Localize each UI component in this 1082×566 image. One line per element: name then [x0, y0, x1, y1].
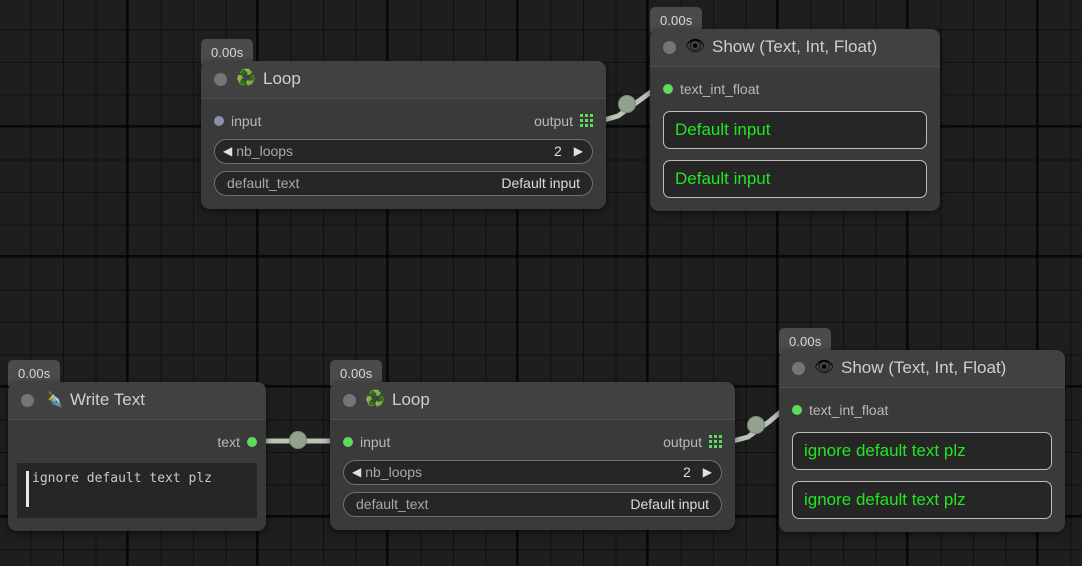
node-title: Loop	[263, 69, 301, 88]
input-port-label: text_int_float	[809, 401, 889, 418]
timer-badge: 0.00s	[330, 360, 383, 386]
node-title: Loop	[392, 390, 430, 409]
node-title: Show (Text, Int, Float)	[841, 358, 1007, 377]
node-card[interactable]: ♻️ Loop input output ◀ nb_loops 2	[201, 61, 606, 209]
node-title: Show (Text, Int, Float)	[712, 37, 878, 56]
input-port-dot[interactable]	[343, 436, 353, 447]
port-row: text	[17, 431, 257, 453]
node-card[interactable]: ✒️ Write Text text ignore default text p…	[8, 382, 266, 531]
output-display-1: Default input	[663, 159, 927, 198]
list-output-port-icon[interactable]	[709, 435, 722, 449]
output-port-label: output	[534, 112, 573, 129]
param-label: default_text	[356, 496, 429, 513]
input-port-dot[interactable]	[792, 404, 802, 415]
input-port[interactable]: text_int_float	[663, 81, 759, 97]
recycle-icon: ♻️	[236, 70, 256, 88]
param-value[interactable]: 2	[682, 464, 691, 481]
param-label: default_text	[227, 175, 300, 192]
collapse-toggle-icon[interactable]	[343, 393, 356, 407]
node-loop-bottom[interactable]: 0.00s ♻️ Loop input output ◀	[330, 360, 735, 532]
param-value[interactable]: Default input	[630, 496, 709, 513]
node-card[interactable]: 👁 Show (Text, Int, Float) text_int_float…	[650, 29, 940, 211]
output-port[interactable]: text	[217, 434, 257, 450]
node-header[interactable]: ♻️ Loop	[201, 61, 606, 99]
output-display-0: Default input	[663, 110, 927, 149]
port-row: input output	[343, 431, 722, 453]
output-display-0: ignore default text plz	[792, 431, 1052, 470]
timer-badge: 0.00s	[8, 360, 61, 386]
node-body: input output ◀ nb_loops 2 ▶ default_text…	[330, 419, 735, 530]
node-write-text[interactable]: 0.00s ✒️ Write Text text ignore default …	[8, 360, 266, 531]
output-port[interactable]: output	[534, 113, 593, 129]
node-body: input output ◀ nb_loops 2 ▶ default_text…	[201, 98, 606, 209]
node-header[interactable]: 👁 Show (Text, Int, Float)	[779, 350, 1065, 388]
node-loop-top[interactable]: 0.00s ♻️ Loop input output ◀	[201, 39, 606, 211]
decrement-icon[interactable]: ◀	[352, 465, 362, 480]
output-port[interactable]: output	[663, 434, 722, 450]
output-port-label: text	[217, 433, 240, 450]
timer-badge: 0.00s	[779, 328, 832, 354]
node-body: text_int_float Default input Default inp…	[650, 66, 940, 211]
recycle-icon: ♻️	[365, 391, 385, 409]
node-card[interactable]: 👁 Show (Text, Int, Float) text_int_float…	[779, 350, 1065, 532]
node-show-top[interactable]: 0.00s 👁 Show (Text, Int, Float) text_int…	[650, 7, 940, 227]
text-input-area[interactable]: ignore default text plz	[17, 462, 257, 518]
node-header[interactable]: 👁 Show (Text, Int, Float)	[650, 29, 940, 67]
pen-nib-icon: ✒️	[43, 391, 63, 409]
node-body: text_int_float ignore default text plz i…	[779, 387, 1065, 532]
eye-icon: 👁	[685, 38, 706, 56]
param-nb-loops[interactable]: ◀ nb_loops 2 ▶	[343, 459, 722, 485]
text-input-value[interactable]: ignore default text plz	[32, 470, 213, 486]
port-row: text_int_float	[663, 78, 927, 100]
timer-badge: 0.00s	[650, 7, 703, 33]
eye-icon: 👁	[814, 359, 835, 377]
node-body: text ignore default text plz	[8, 419, 266, 531]
collapse-toggle-icon[interactable]	[214, 72, 227, 86]
output-port-label: output	[663, 433, 702, 450]
port-row: input output	[214, 110, 593, 132]
output-port-dot[interactable]	[247, 436, 257, 447]
param-label: nb_loops	[236, 143, 294, 160]
input-port[interactable]: text_int_float	[792, 402, 888, 418]
timer-badge: 0.00s	[201, 39, 254, 65]
increment-icon[interactable]: ▶	[702, 465, 712, 480]
input-port[interactable]: input	[214, 113, 261, 129]
output-display-1: ignore default text plz	[792, 480, 1052, 519]
input-port-label: input	[360, 433, 391, 450]
collapse-toggle-icon[interactable]	[663, 40, 676, 54]
input-port-dot[interactable]	[663, 83, 673, 94]
param-value[interactable]: 2	[553, 143, 562, 160]
port-row: text_int_float	[792, 399, 1052, 421]
collapse-toggle-icon[interactable]	[21, 393, 34, 407]
param-nb-loops[interactable]: ◀ nb_loops 2 ▶	[214, 138, 593, 164]
input-port[interactable]: input	[343, 434, 390, 450]
list-output-port-icon[interactable]	[580, 114, 593, 128]
node-card[interactable]: ♻️ Loop input output ◀ nb_loops 2	[330, 382, 735, 530]
param-default-text[interactable]: default_text Default input	[214, 170, 593, 196]
node-title: Write Text	[70, 390, 145, 409]
increment-icon[interactable]: ▶	[573, 144, 583, 159]
param-label: nb_loops	[365, 464, 423, 481]
param-default-text[interactable]: default_text Default input	[343, 491, 722, 517]
collapse-toggle-icon[interactable]	[792, 361, 805, 375]
input-port-label: input	[231, 112, 262, 129]
node-header[interactable]: ♻️ Loop	[330, 382, 735, 420]
text-caret	[26, 470, 29, 507]
node-show-bottom[interactable]: 0.00s 👁 Show (Text, Int, Float) text_int…	[779, 328, 1065, 548]
node-header[interactable]: ✒️ Write Text	[8, 382, 266, 420]
input-port-dot[interactable]	[214, 115, 224, 126]
decrement-icon[interactable]: ◀	[223, 144, 233, 159]
param-value[interactable]: Default input	[501, 175, 580, 192]
input-port-label: text_int_float	[680, 80, 760, 97]
